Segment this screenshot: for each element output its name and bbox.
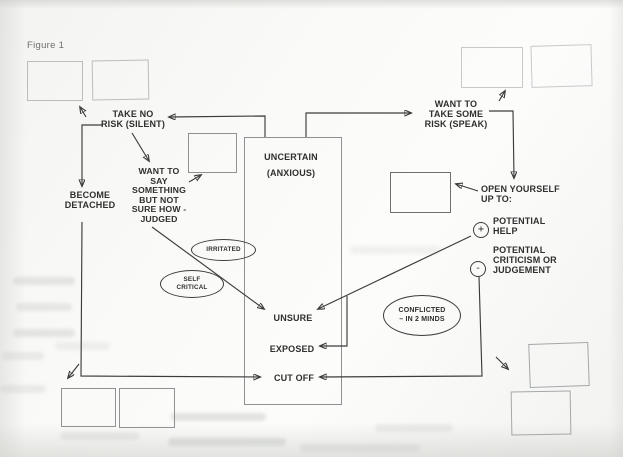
label-want-to-say-something: WANT TO SAY SOMETHING BUT NOT SURE HOW -… bbox=[131, 166, 187, 224]
bleed-through-text bbox=[375, 424, 453, 432]
arrow-branch-to-exposed bbox=[320, 296, 348, 346]
minus-circle-icon: - bbox=[470, 261, 486, 277]
arrow-want-to-say-to-mid-box bbox=[188, 175, 201, 183]
arrow-judged-to-unsure bbox=[151, 226, 264, 309]
arrow-take-no-risk-to-become-detached bbox=[82, 124, 103, 186]
arrow-become-detached-to-cut-off bbox=[80, 221, 260, 377]
label-exposed: EXPOSED bbox=[269, 344, 315, 354]
bleed-through-text bbox=[16, 303, 72, 311]
arrow-potential-help-to-unsure bbox=[318, 235, 472, 309]
bleed-through-text bbox=[350, 246, 440, 254]
placeholder-box-top-right-1 bbox=[461, 47, 523, 88]
label-unsure: UNSURE bbox=[273, 313, 313, 323]
uncertain-container-box bbox=[244, 137, 342, 405]
arrow-open-yourself-to-box bbox=[456, 184, 479, 192]
plus-circle-icon: + bbox=[473, 222, 489, 238]
label-take-no-risk: TAKE NO RISK (SILENT) bbox=[101, 109, 165, 130]
label-become-detached: BECOME DETACHED bbox=[64, 190, 116, 211]
placeholder-box-bottom-left-2 bbox=[119, 388, 175, 428]
bleed-through-text bbox=[0, 385, 46, 393]
self-critical-ellipse: SELF CRITICAL bbox=[160, 270, 224, 298]
arrow-potential-criticism-to-cut-off bbox=[320, 276, 483, 377]
label-potential-help: POTENTIAL HELP bbox=[493, 216, 546, 237]
conflicted-ellipse: CONFLICTED – IN 2 MINDS bbox=[383, 295, 461, 336]
label-cut-off: CUT OFF bbox=[273, 373, 315, 383]
arrow-uncertain-to-want-to-take-risk bbox=[305, 113, 411, 137]
placeholder-box-bottom-left-1 bbox=[61, 388, 116, 427]
irritated-ellipse: IRRITATED bbox=[191, 239, 256, 261]
figure-caption: Figure 1 bbox=[27, 40, 65, 51]
label-want-to-take-some-risk: WANT TO TAKE SOME RISK (SPEAK) bbox=[424, 99, 488, 130]
placeholder-box-top-left-1 bbox=[27, 61, 83, 101]
placeholder-box-open-yourself bbox=[390, 172, 451, 213]
bleed-through-text bbox=[13, 277, 75, 285]
bleed-through-text bbox=[13, 329, 75, 337]
label-open-yourself-up-to: OPEN YOURSELF UP TO: bbox=[481, 184, 560, 205]
label-uncertain-anxious: UNCERTAIN (ANXIOUS) bbox=[264, 152, 318, 178]
arrow-to-bottom-left-boxes bbox=[68, 363, 80, 378]
arrow-take-no-risk-to-want-to-say bbox=[131, 132, 149, 161]
bleed-through-text bbox=[300, 444, 420, 452]
arrow-uncertain-to-take-no-risk bbox=[169, 116, 266, 137]
label-potential-criticism-or-judgement: POTENTIAL CRITICISM OR JUDGEMENT bbox=[493, 245, 557, 276]
placeholder-box-mid-left bbox=[188, 133, 237, 173]
bleed-through-text bbox=[60, 432, 140, 440]
arrow-want-to-take-risk-to-top-right-box bbox=[498, 91, 505, 102]
arrow-to-bottom-right-box bbox=[495, 356, 508, 369]
bleed-through-text bbox=[168, 438, 286, 446]
bleed-through-text bbox=[171, 413, 266, 421]
bleed-through-text bbox=[2, 352, 44, 360]
arrow-take-no-risk-to-top-left-box bbox=[80, 107, 86, 118]
arrow-want-to-take-risk-to-open-yourself bbox=[489, 110, 514, 178]
bleed-through-text bbox=[55, 342, 110, 350]
